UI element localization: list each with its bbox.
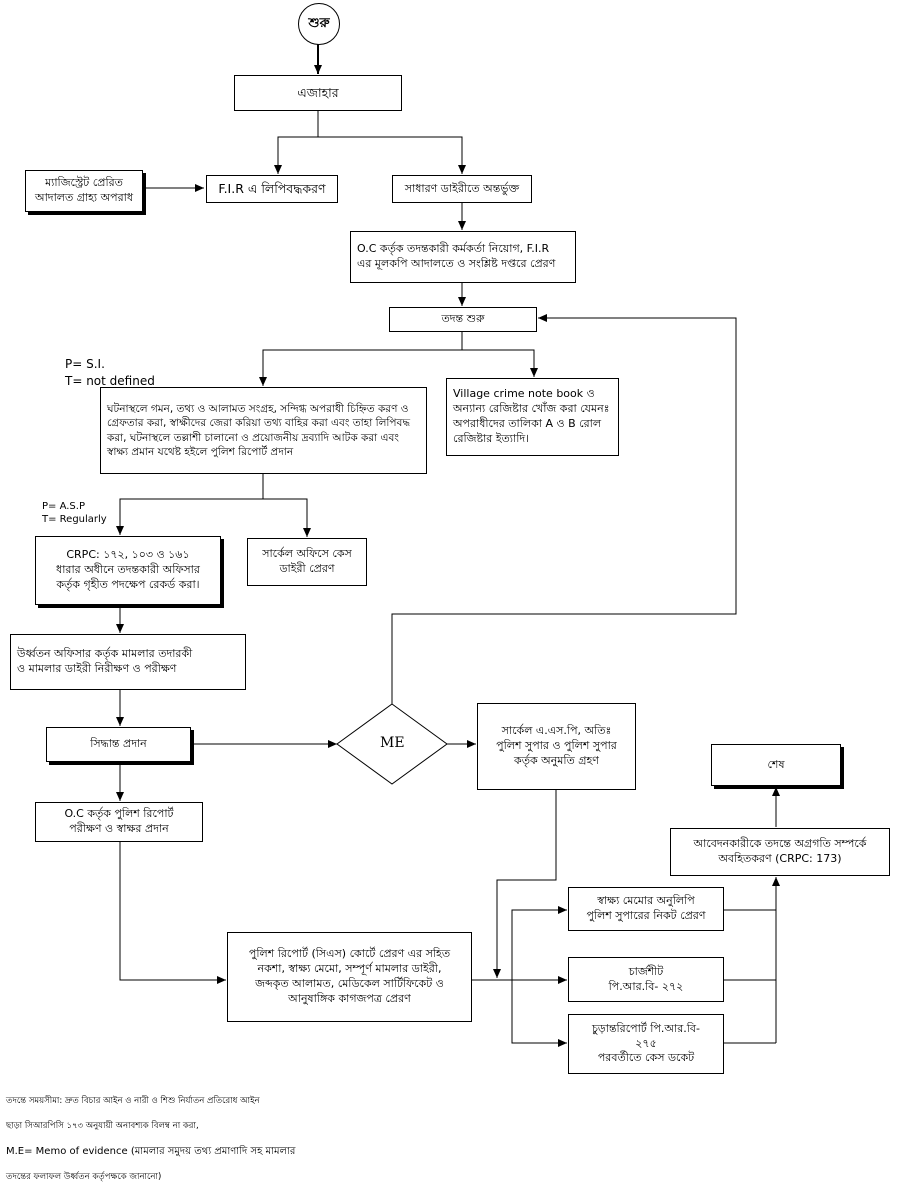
chargesheet-box: চার্জশীট পি.আর.বি- ২৭২ [568,957,724,1002]
start-label: শুরু [308,15,330,31]
arrow-to-fir [274,136,318,174]
crpc-label: CRPC: ১৭২, ১০৩ ও ১৬১ ধারার অধীনে তদন্তকা… [56,548,200,591]
end-box: শেষ [711,744,841,786]
start-node: শুরু [298,3,340,45]
superior-inspect-box: উর্ধ্বতন অফিসার কর্তৃক মামলার তদারকী ও ম… [10,634,246,690]
circle-office-box: সার্কেল অফিসে কেস ডাইরী প্রেরণ [247,538,367,586]
note-t-not-defined: T= not defined [65,360,155,389]
oc-appoint-box: O.C কর্তৃক তদন্তকারী কর্মকর্তা নিয়োগ, F… [350,231,576,283]
arrow-to-field-investigation [259,349,462,386]
police-report-label: পুলিশ রিপোর্ট (সিএস) কোর্টে প্রেরণ এর সহ… [248,947,451,1005]
fir-record-label: F.I.R এ লিপিবদ্ধকরণ [218,180,326,196]
superior-inspect-label: উর্ধ্বতন অফিসার কর্তৃক মামলার তদারকী ও ম… [17,647,193,675]
final-report-label: চুড়ান্তরিপোর্ট পি.আর.বি- ২৭৫ পরবর্তীতে … [591,1021,701,1065]
end-label: শেষ [767,757,785,771]
inform-applicant-label: আবেদনকারীকে তদন্তে অগ্রগতি সম্পর্কে অবহি… [693,837,867,865]
circle-asp-label: সার্কেল এ.এস.পি, অতিঃ পুলিশ সুপার ও পুলি… [496,724,617,767]
footnote-line-2: ছাড়া সিআরপিসি ১৭৩ অনুযায়ী অনাবশ্যক বিল… [6,1120,199,1131]
me-label: ME [380,735,405,751]
note-p-si: P= S.I. [65,343,105,372]
arrow-circle-asp-down [493,790,557,978]
circle-asp-box: সার্কেল এ.এস.পি, অতিঃ পুলিশ সুপার ও পুলি… [477,703,636,790]
ejahar-box: এজাহার [234,75,402,111]
investigation-box: তদন্ত শুরু [389,307,537,332]
footnote: তদন্তে সময়সীমা: দ্রুত বিচার আইন ও নারী … [6,1083,295,1196]
magistrate-label: ম্যাজিস্ট্রেট প্রেরিত আদালত গ্রাহ্য অপরা… [34,176,134,204]
arrow-to-circle-office [263,498,311,537]
ejahar-label: এজাহার [297,84,339,100]
arrow-to-general-diary [318,136,466,174]
village-crime-label: Village crime note book ও অন্যান্য রেজিষ… [453,387,610,445]
general-diary-label: সাধারণ ডাইরীতে অন্তর্ভুক্ত [404,181,520,195]
field-investigation-box: ঘটনাস্থলে গমন, তথ্য ও আলামত সংগ্রহ, সন্দ… [100,387,427,474]
decision-box: সিদ্ধান্ত প্রদান [46,727,191,762]
inform-applicant-box: আবেদনকারীকে তদন্তে অগ্রগতি সম্পর্কে অবহি… [670,828,890,876]
oc-sign-box: O.C কর্তৃক পুলিশ রিপোর্ট পরীক্ষণ ও স্বাক… [35,802,203,842]
arrow-oc-sign-police-report [119,842,226,984]
magistrate-box: ম্যাজিস্ট্রেট প্রেরিত আদালত গ্রাহ্য অপরা… [25,170,143,212]
field-investigation-label: ঘটনাস্থলে গমন, তথ্য ও আলামত সংগ্রহ, সন্দ… [107,403,411,458]
flowchart-connectors [116,42,780,1047]
crpc-box: CRPC: ১৭২, ১০৩ ও ১৬১ ধারার অধীনে তদন্তকা… [35,536,221,605]
oc-sign-label: O.C কর্তৃক পুলিশ রিপোর্ট পরীক্ষণ ও স্বাক… [64,807,174,835]
note-p-si-text: P= S.I. [65,357,105,372]
note-t-regularly: T= Regularly [42,502,107,526]
me-label-text: ME [380,735,405,751]
arrow-to-village-crime [462,349,538,377]
circle-office-label: সার্কেল অফিসে কেস ডাইরী প্রেরণ [262,547,352,575]
note-p-asp: P= A.S.P [42,489,85,513]
final-report-box: চুড়ান্তরিপোর্ট পি.আর.বি- ২৭৫ পরবর্তীতে … [568,1014,724,1074]
chargesheet-label: চার্জশীট পি.আর.বি- ২৭২ [608,964,684,993]
village-crime-box: Village crime note book ও অন্যান্য রেজিষ… [446,378,619,456]
note-t-not-defined-text: T= not defined [65,374,155,389]
note-p-asp-text: P= A.S.P [42,501,85,512]
fir-record-box: F.I.R এ লিপিবদ্ধকরণ [206,175,338,203]
note-t-regularly-text: T= Regularly [42,514,107,525]
footnote-line-4: তদন্তের ফলাফল উর্ধ্বতন কর্তৃপক্ষকে জানান… [6,1172,162,1183]
arrow-me-loop-investigation [391,314,737,704]
oc-appoint-label: O.C কর্তৃক তদন্তকারী কর্মকর্তা নিয়োগ, F… [357,242,556,270]
arrow-to-crpc [116,498,263,535]
police-report-box: পুলিশ রিপোর্ট (সিএস) কোর্টে প্রেরণ এর সহ… [227,932,472,1022]
footnote-line-1: তদন্তে সময়সীমা: দ্রুত বিচার আইন ও নারী … [6,1096,260,1107]
arrow-to-final-report [511,980,567,1047]
investigation-label: তদন্ত শুরু [441,312,485,326]
footnote-line-3: M.E= Memo of evidence (মামলার সমুদয় তথ্… [6,1145,296,1157]
decision-label: সিদ্ধান্ত প্রদান [90,737,147,751]
me-decision-diamond [336,703,448,785]
memo-copy-label: স্বাক্ষ্য মেমোর অনুলিপি পুলিশ সুপারের নি… [586,894,706,922]
memo-copy-box: স্বাক্ষ্য মেমোর অনুলিপি পুলিশ সুপারের নি… [568,887,724,931]
arrow-to-memo-copy [511,906,567,980]
general-diary-box: সাধারণ ডাইরীতে অন্তর্ভুক্ত [392,175,532,203]
